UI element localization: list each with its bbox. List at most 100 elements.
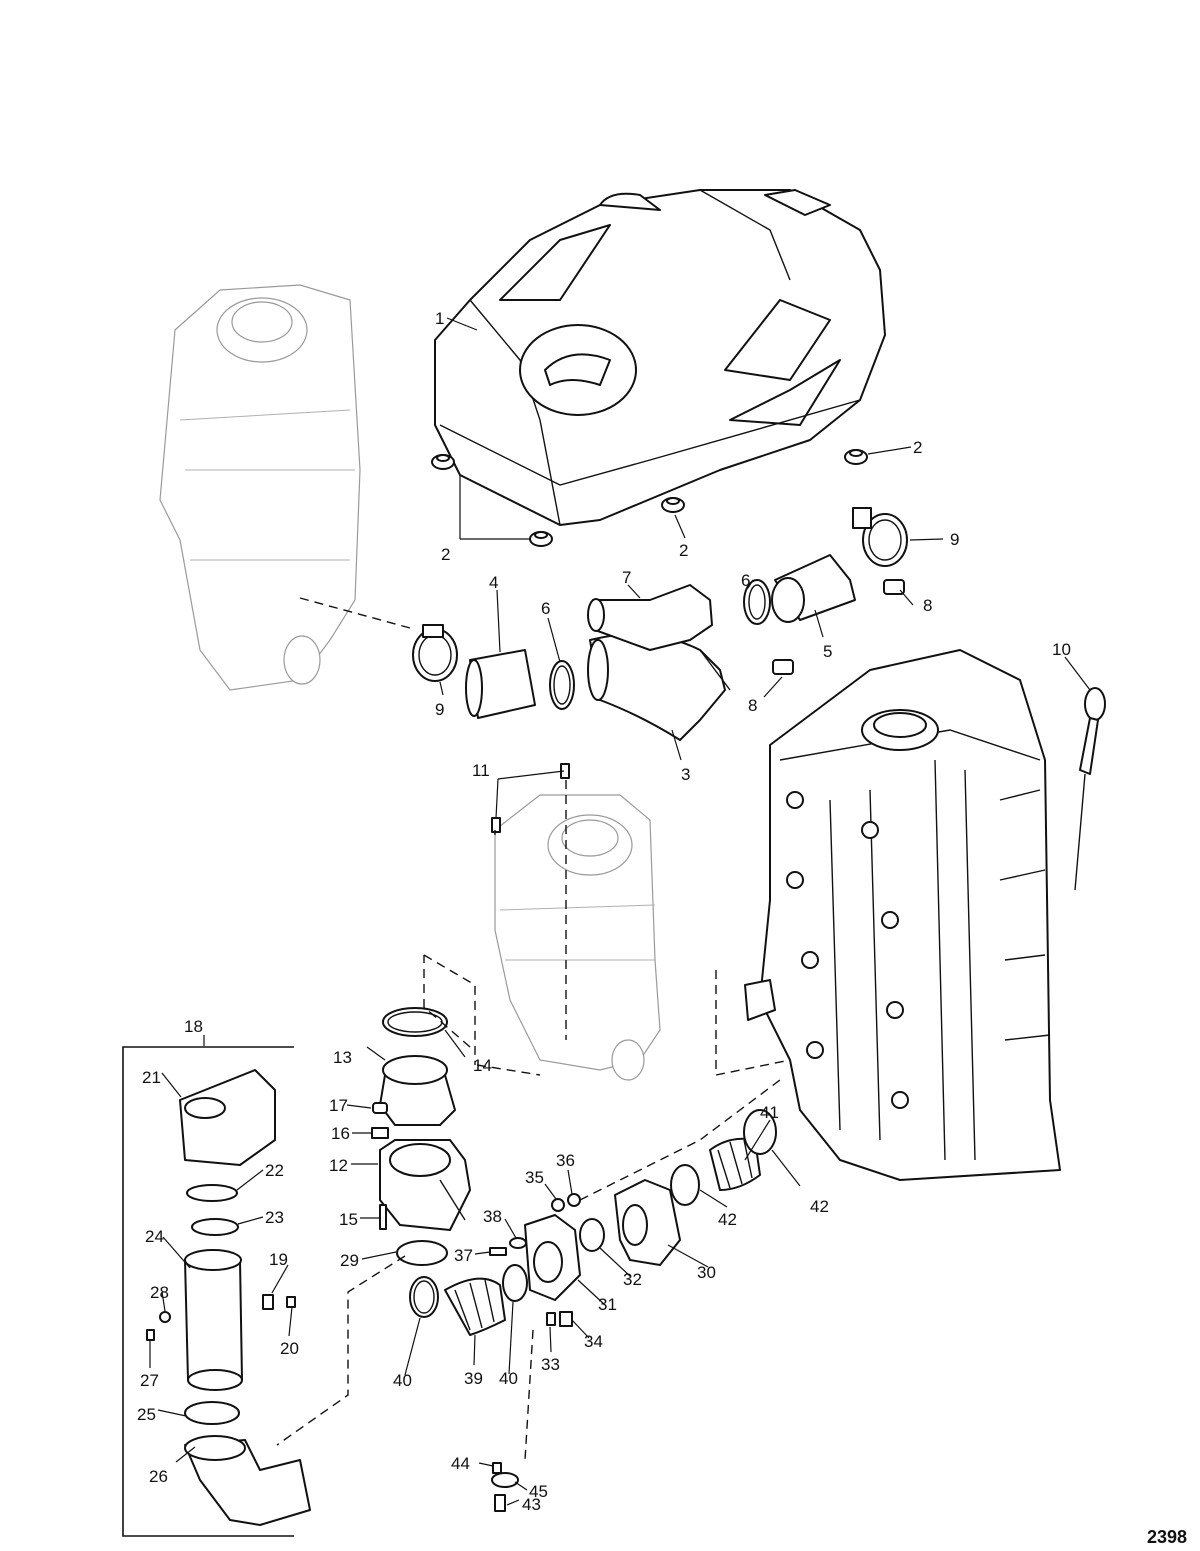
ring-23: [191, 1218, 239, 1236]
callout-1: 1: [435, 309, 444, 328]
supercharger-reference-lower: [494, 794, 661, 1081]
callout-2: 2: [441, 545, 450, 564]
supercharger-reference-upper: [159, 284, 361, 691]
washer-35: [551, 1198, 565, 1212]
screw-27: [146, 1329, 155, 1341]
callout-8: 8: [923, 596, 932, 615]
coupler-4: [465, 649, 536, 719]
nut-28: [159, 1311, 171, 1323]
grommet-group: [431, 449, 868, 547]
hose-3: [587, 633, 731, 741]
assembly-paths: [276, 597, 791, 1461]
bellows-41: [709, 1137, 761, 1191]
callout-10: 10: [1052, 640, 1071, 659]
bracket-34: [559, 1311, 573, 1327]
callout-21: 21: [142, 1068, 161, 1087]
callout-40: 40: [499, 1369, 518, 1388]
callout-19: 19: [269, 1250, 288, 1269]
grommet: [529, 531, 553, 547]
air-filter-21: [179, 1069, 276, 1166]
hose-clamp-14: [382, 1007, 448, 1037]
adapter-13: [379, 1055, 456, 1126]
canister-24: [184, 1249, 243, 1391]
elbow-26: [184, 1435, 311, 1526]
callout-38: 38: [483, 1207, 502, 1226]
clip-17: [372, 1102, 388, 1114]
callout-8: 8: [748, 696, 757, 715]
sensor-33: [546, 1312, 556, 1326]
callout-44: 44: [451, 1454, 470, 1473]
seal-42b: [743, 1109, 777, 1155]
callout-29: 29: [340, 1251, 359, 1270]
callout-26: 26: [149, 1467, 168, 1486]
callout-23: 23: [265, 1208, 284, 1227]
dipstick: [1074, 687, 1106, 891]
callout-labels: 1 2 2 2 3 4 5 6 6 7 8 8 9 9 10 11 12 13 …: [137, 309, 1187, 1547]
callout-4: 4: [489, 573, 498, 592]
callout-9: 9: [950, 530, 959, 549]
hose-7: [587, 584, 713, 651]
seal-42a: [670, 1164, 700, 1206]
callout-36: 36: [556, 1151, 575, 1170]
callout-20: 20: [280, 1339, 299, 1358]
callout-37: 37: [454, 1246, 473, 1265]
bracket-16: [371, 1127, 389, 1139]
figure-number: 2398: [1147, 1527, 1187, 1547]
seal-40b: [502, 1264, 528, 1302]
callout-28: 28: [150, 1283, 169, 1302]
seal-40a: [409, 1276, 439, 1318]
callout-32: 32: [623, 1270, 642, 1289]
hose-clamp-9b: [852, 507, 908, 567]
callout-30: 30: [697, 1263, 716, 1282]
callout-7: 7: [622, 568, 631, 587]
throttle-body-12: [379, 1139, 471, 1231]
coupler-5: [771, 554, 856, 623]
callout-13: 13: [333, 1048, 352, 1067]
callout-17: 17: [329, 1096, 348, 1115]
bellows-39: [444, 1277, 506, 1336]
callout-42: 42: [718, 1210, 737, 1229]
housing-31: [524, 1214, 581, 1301]
callout-3: 3: [681, 765, 690, 784]
callout-5: 5: [823, 642, 832, 661]
top-cowl: [434, 189, 886, 526]
spring-19: [262, 1294, 274, 1310]
screw-15: [379, 1204, 387, 1230]
kit-bracket: [122, 1046, 294, 1537]
callout-35: 35: [525, 1168, 544, 1187]
washer-38: [509, 1237, 527, 1249]
callout-25: 25: [137, 1405, 156, 1424]
callout-27: 27: [140, 1371, 159, 1390]
plug-20: [286, 1296, 296, 1308]
callout-33: 33: [541, 1355, 560, 1374]
clip-8b: [772, 659, 794, 675]
oring-32: [579, 1218, 605, 1252]
callout-42: 42: [810, 1197, 829, 1216]
grommet: [431, 454, 455, 470]
callout-24: 24: [145, 1227, 164, 1246]
callout-43: 43: [522, 1495, 541, 1514]
callout-12: 12: [329, 1156, 348, 1175]
callout-11: 11: [472, 761, 490, 780]
screw-37: [489, 1247, 507, 1256]
callout-18: 18: [184, 1017, 203, 1036]
clip-8a: [883, 579, 905, 595]
hose-clamp-6a: [549, 660, 575, 710]
callout-9: 9: [435, 700, 444, 719]
callout-6: 6: [741, 571, 750, 590]
actuator-30: [614, 1179, 681, 1266]
callout-41: 41: [760, 1103, 779, 1122]
callout-31: 31: [598, 1295, 617, 1314]
clamp-29: [396, 1240, 448, 1266]
callout-2: 2: [913, 438, 922, 457]
grommet: [844, 449, 868, 465]
callout-34: 34: [584, 1332, 603, 1351]
callout-15: 15: [339, 1210, 358, 1229]
callout-22: 22: [265, 1161, 284, 1180]
grommet: [661, 497, 685, 513]
leader-lines: [149, 317, 1091, 1506]
callout-14: 14: [473, 1056, 492, 1075]
nut-36: [567, 1193, 581, 1207]
callout-2: 2: [679, 541, 688, 560]
sensor-assembly-43-45: [491, 1462, 519, 1512]
